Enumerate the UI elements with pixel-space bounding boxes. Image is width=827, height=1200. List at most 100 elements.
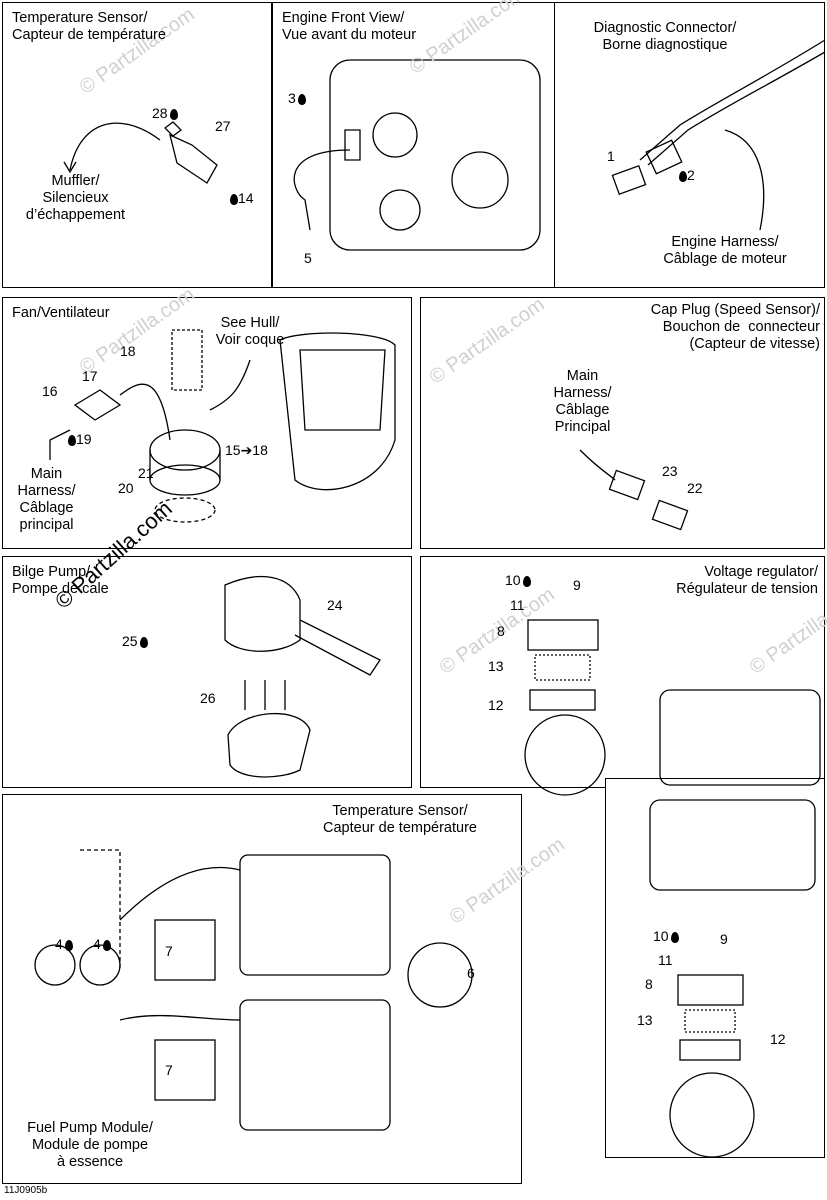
- diagnostic-cap: [611, 164, 647, 196]
- panel-engine-front-view: [272, 2, 555, 288]
- callout-8-lower: 8: [645, 976, 653, 992]
- callout-9: 9: [573, 577, 581, 593]
- speed-sensor-connector: [608, 469, 646, 501]
- panel-diagnostic-connector: [555, 2, 825, 288]
- callout-26: 26: [200, 690, 216, 706]
- oil-drop-icon: [68, 434, 76, 446]
- panel-bilge-pump: [2, 556, 412, 788]
- oil-drop-icon: [679, 170, 687, 182]
- callout-6: 6: [467, 965, 475, 981]
- callout-9-lower: 9: [720, 931, 728, 947]
- callout-20: 20: [118, 480, 134, 496]
- regulator-detail-circle: [524, 714, 606, 796]
- engine-top: [239, 854, 391, 976]
- engine-harness-cable: [639, 39, 826, 161]
- oil-drop-icon: [670, 931, 679, 943]
- panel-cap-plug: [420, 297, 825, 549]
- panel-title-bilge-pump: Bilge Pump/ Pompe de cale: [12, 564, 109, 597]
- regulator-detail-circle-2: [669, 1072, 755, 1158]
- callout-10: 10: [505, 572, 531, 588]
- fan-hose: [171, 329, 203, 391]
- label-main-harness-cap: Main Harness/ Câblage Principal: [553, 368, 612, 435]
- muffler-arrow: [69, 122, 161, 171]
- figure-code: 11J0905b: [4, 1185, 48, 1196]
- regulator-heatsink-2: [677, 974, 744, 1006]
- label-main-harness: Main Harness/ Câblage principal: [17, 466, 76, 533]
- regulator-heatsink: [527, 619, 599, 651]
- tie-wrap-box-2: [154, 1039, 216, 1101]
- panel-fuel-pump-engines: [2, 794, 522, 1184]
- callout-17: 17: [82, 368, 98, 384]
- bilge-pump-body: [224, 575, 301, 652]
- callout-13-lower: 13: [637, 1012, 653, 1028]
- callout-28: 28: [152, 105, 178, 121]
- callout-16: 16: [42, 383, 58, 399]
- callout-25: 25: [122, 633, 148, 649]
- cap-plug: [651, 499, 689, 531]
- panel-title-engine-front-view: Engine Front View/ Vue avant du moteur: [282, 10, 417, 43]
- regulator-engine-view: [659, 689, 821, 786]
- fan-motor: [149, 429, 221, 471]
- bilge-hose: [294, 619, 381, 676]
- panel-title-diagnostic-connector: Diagnostic Connector/ Borne diagnostique: [593, 20, 737, 53]
- label-see-hull: See Hull/ Voir coque: [215, 315, 285, 348]
- oil-drop-icon: [522, 575, 531, 587]
- tie-wrap-box-1: [154, 919, 216, 981]
- callout-11: 11: [510, 597, 525, 613]
- callout-14: 14: [228, 190, 254, 206]
- oil-drop-icon: [64, 939, 73, 951]
- callout-2: 2: [677, 167, 695, 183]
- panel-title-cap-plug: Cap Plug (Speed Sensor)/ Bouchon de conn…: [650, 302, 820, 352]
- oil-drop-icon: [102, 939, 111, 951]
- label-fuel-pump-module: Fuel Pump Module/ Module de pompe à esse…: [27, 1120, 153, 1170]
- harness-arrow: [724, 129, 765, 231]
- label-muffler: Muffler/ Silencieux d’échappement: [25, 173, 126, 223]
- cable-tie-5: [293, 149, 351, 231]
- label-engine-harness: Engine Harness/ Câblage de moteur: [663, 234, 787, 267]
- fan-connector: [73, 389, 122, 421]
- main-harness-arrow: [49, 429, 71, 460]
- callout-27: 27: [215, 118, 231, 134]
- callout-4a: 4: [55, 936, 73, 952]
- callout-15-18: 15➔18: [225, 442, 268, 458]
- oil-drop-icon: [230, 193, 238, 205]
- oil-drop-icon: [297, 93, 306, 105]
- diagnostic-connector: [645, 139, 683, 175]
- panel-title-temperature-sensor: Temperature Sensor/ Capteur de températu…: [12, 10, 166, 43]
- panel-fan: [2, 297, 412, 549]
- engine-block: [329, 59, 541, 251]
- label-temperature-sensor-bottom: Temperature Sensor/ Capteur de températu…: [323, 803, 477, 836]
- callout-21: 21: [138, 465, 154, 481]
- callout-7a: 7: [165, 943, 173, 959]
- panel-voltage-regulator: [420, 556, 825, 788]
- bilge-strainer: [227, 712, 311, 778]
- callout-12-lower: 12: [770, 1031, 786, 1047]
- temp-sensor-detail-circle: [407, 942, 473, 1008]
- callout-8: 8: [497, 623, 505, 639]
- oil-drop-icon: [169, 108, 178, 120]
- regulator-gasket: [529, 689, 596, 711]
- callout-12: 12: [488, 697, 504, 713]
- callout-3: 3: [288, 90, 306, 106]
- callout-18: 18: [120, 343, 136, 359]
- hull-outline: [279, 332, 396, 491]
- oil-drop-icon: [139, 636, 148, 648]
- callout-5: 5: [304, 250, 312, 266]
- callout-7b: 7: [165, 1062, 173, 1078]
- callout-23: 23: [662, 463, 678, 479]
- callout-11-lower: 11: [658, 952, 673, 968]
- fuel-pump-module-1: [34, 944, 76, 986]
- callout-1: 1: [607, 148, 615, 164]
- callout-4b: 4: [93, 936, 111, 952]
- callout-19: 19: [66, 431, 92, 447]
- panel-temperature-sensor: [2, 2, 272, 288]
- callout-22: 22: [687, 480, 703, 496]
- regulator-engine-view-2: [649, 799, 816, 891]
- panel-title-fan: Fan/Ventilateur: [12, 305, 110, 321]
- speed-sensor-wire: [579, 449, 616, 481]
- callout-24: 24: [327, 597, 343, 613]
- panel-title-voltage-regulator: Voltage regulator/ Régulateur de tension: [676, 564, 818, 597]
- panel-voltage-regulator-2: [605, 778, 825, 1158]
- temp-sensor-body: [169, 133, 218, 184]
